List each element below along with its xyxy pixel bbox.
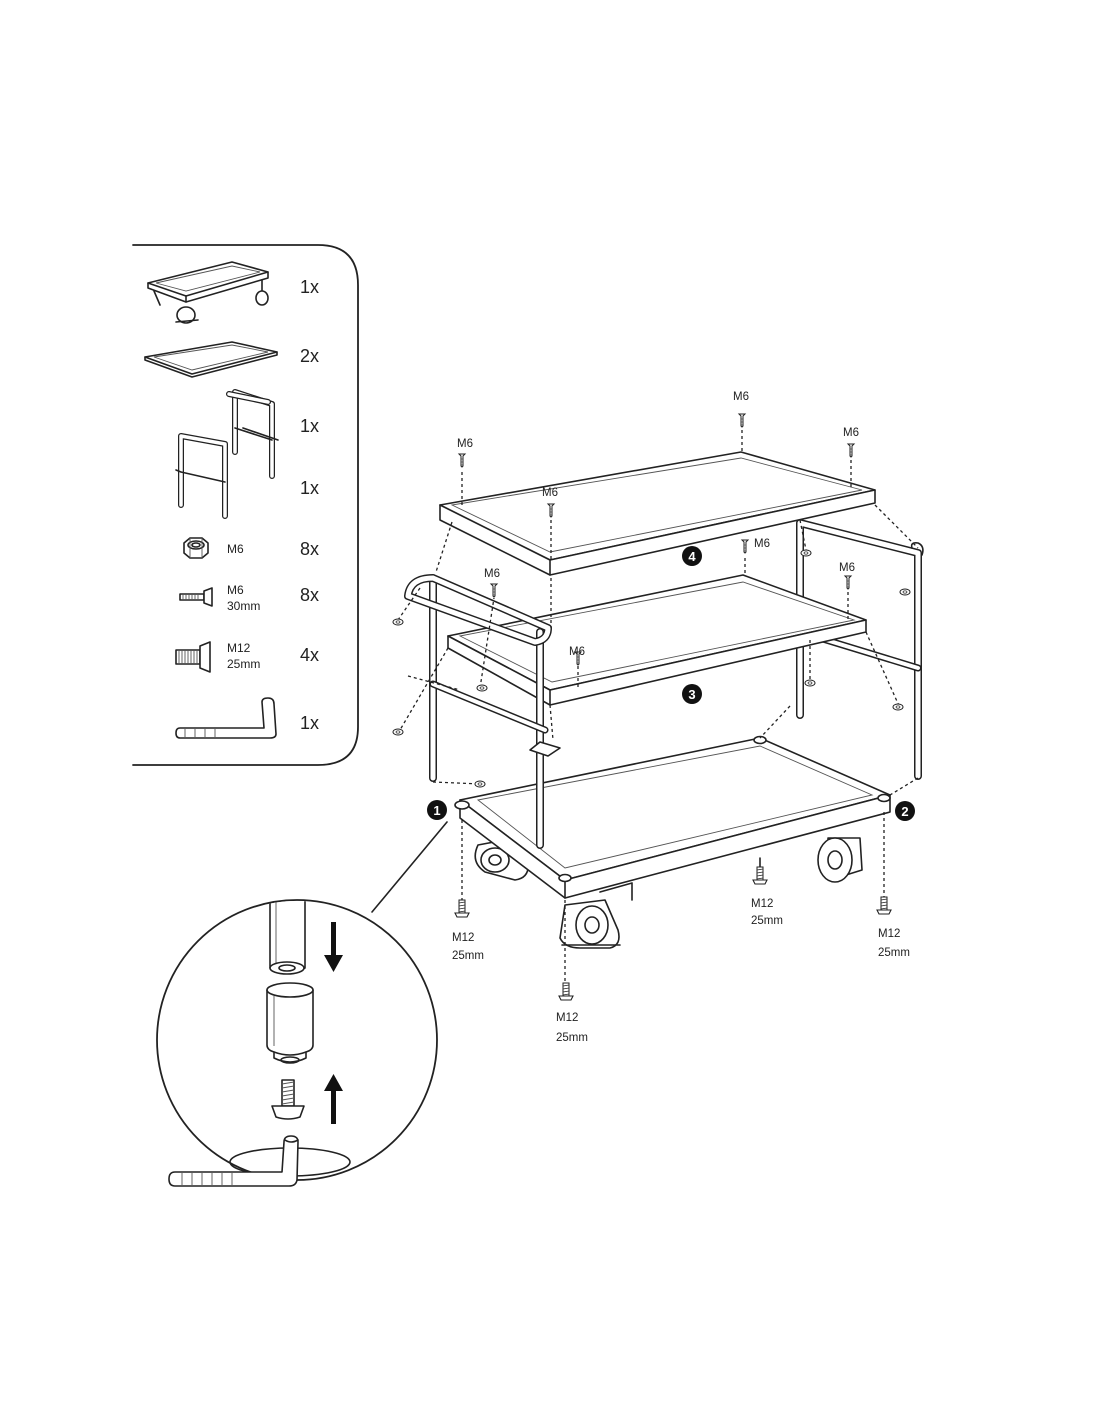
step-number: 4 (688, 549, 696, 564)
m6-label: M6 (839, 562, 855, 574)
leg-sleeve-insert (266, 982, 314, 1064)
m12-bolt-icon (558, 982, 574, 1001)
m6-screw-icon (847, 443, 855, 458)
m6-label: M6 (542, 487, 558, 499)
m6-nut-icon (476, 684, 488, 692)
hex-key-icon (175, 697, 277, 739)
step-marker-2: 2 (895, 801, 915, 821)
step-number: 1 (433, 803, 440, 818)
part-screw-qty: 8x (300, 585, 319, 605)
nut-icon (183, 537, 209, 559)
m6-screw-icon (741, 539, 749, 554)
arrow-down-icon (324, 922, 343, 972)
m6-label: M6 (569, 646, 585, 658)
m6-nut-icon (892, 703, 904, 711)
m6-screw-icon (458, 453, 466, 468)
m6-nut-icon (474, 780, 486, 788)
m6-label: M6 (457, 438, 473, 450)
m12-bolt-icon (454, 899, 470, 918)
step-number: 3 (688, 687, 695, 702)
tube-leg (269, 901, 306, 975)
part-bolt-length: 25mm (227, 657, 260, 671)
bottom-shelf-socket (753, 735, 767, 745)
m6-label: M6 (733, 391, 749, 403)
part-screw-label: M6 (227, 583, 244, 597)
m6-screw-icon (844, 575, 852, 590)
m12-length-label: 25mm (556, 1032, 588, 1044)
m12-label: M12 (751, 898, 773, 910)
step-number: 2 (901, 804, 908, 819)
part-cart-base-qty: 1x (300, 277, 319, 297)
m12-label: M12 (878, 928, 900, 940)
m6-nut-icon (899, 588, 911, 596)
m6-screw-icon (738, 413, 746, 428)
m12-label: M12 (556, 1012, 578, 1024)
part-screw-length: 30mm (227, 599, 260, 613)
top-shelf (439, 451, 876, 576)
m6-nut-icon (800, 549, 812, 557)
m12-bolt-icon (876, 896, 892, 915)
step-marker-4: 4 (682, 546, 702, 566)
m6-nut-icon (392, 728, 404, 736)
bolt-icon (175, 641, 211, 673)
bolt-icon (271, 1079, 305, 1120)
step-marker-1: 1 (427, 800, 447, 820)
part-bolt-qty: 4x (300, 645, 319, 665)
frame-icon (175, 433, 228, 519)
m6-label: M6 (843, 427, 859, 439)
parts-panel: 1x 2x 1x 1x M6 8 (132, 244, 359, 766)
m12-bolt-icon (752, 866, 768, 885)
zoom-detail (156, 821, 448, 1187)
shelf-icon (144, 341, 278, 378)
part-nut-qty: 8x (300, 539, 319, 559)
bottom-shelf-socket (877, 793, 891, 803)
part-frame-a-qty: 1x (300, 416, 319, 436)
m6-nut-icon (392, 618, 404, 626)
cart-assembly: M6 M6 M6 M6 M6 M6 M6 M6 M12 25mm M12 25m… (392, 391, 924, 1044)
step-marker-3: 3 (682, 684, 702, 704)
m12-length-label: 25mm (878, 947, 910, 959)
frame-icon (226, 389, 279, 479)
part-bolt-label: M12 (227, 641, 251, 655)
part-nut-label: M6 (227, 542, 244, 556)
arrow-up-icon (324, 1074, 343, 1124)
caster-front-left (559, 899, 621, 949)
caster-back-right (817, 837, 863, 883)
assembly-guide-lines (397, 430, 919, 988)
m12-label: M12 (452, 932, 474, 944)
left-handle-frame (404, 574, 561, 849)
m6-label: M6 (484, 568, 500, 580)
m12-length-label: 25mm (751, 915, 783, 927)
part-shelf-qty: 2x (300, 346, 319, 366)
m12-length-label: 25mm (452, 950, 484, 962)
right-frame (796, 519, 924, 780)
m6-label: M6 (754, 538, 770, 550)
m6-nut-icon (804, 679, 816, 687)
part-hex-key-qty: 1x (300, 713, 319, 733)
screw-icon (179, 587, 213, 607)
bottom-shelf-socket (454, 800, 470, 810)
hex-key-icon (168, 1135, 299, 1187)
bottom-shelf-socket (558, 873, 572, 883)
m6-screw-icon (490, 583, 498, 598)
cart-base-icon (147, 261, 269, 324)
part-frame-b-qty: 1x (300, 478, 319, 498)
zoom-leader-line (371, 821, 448, 913)
parts-panel-border (132, 244, 359, 766)
